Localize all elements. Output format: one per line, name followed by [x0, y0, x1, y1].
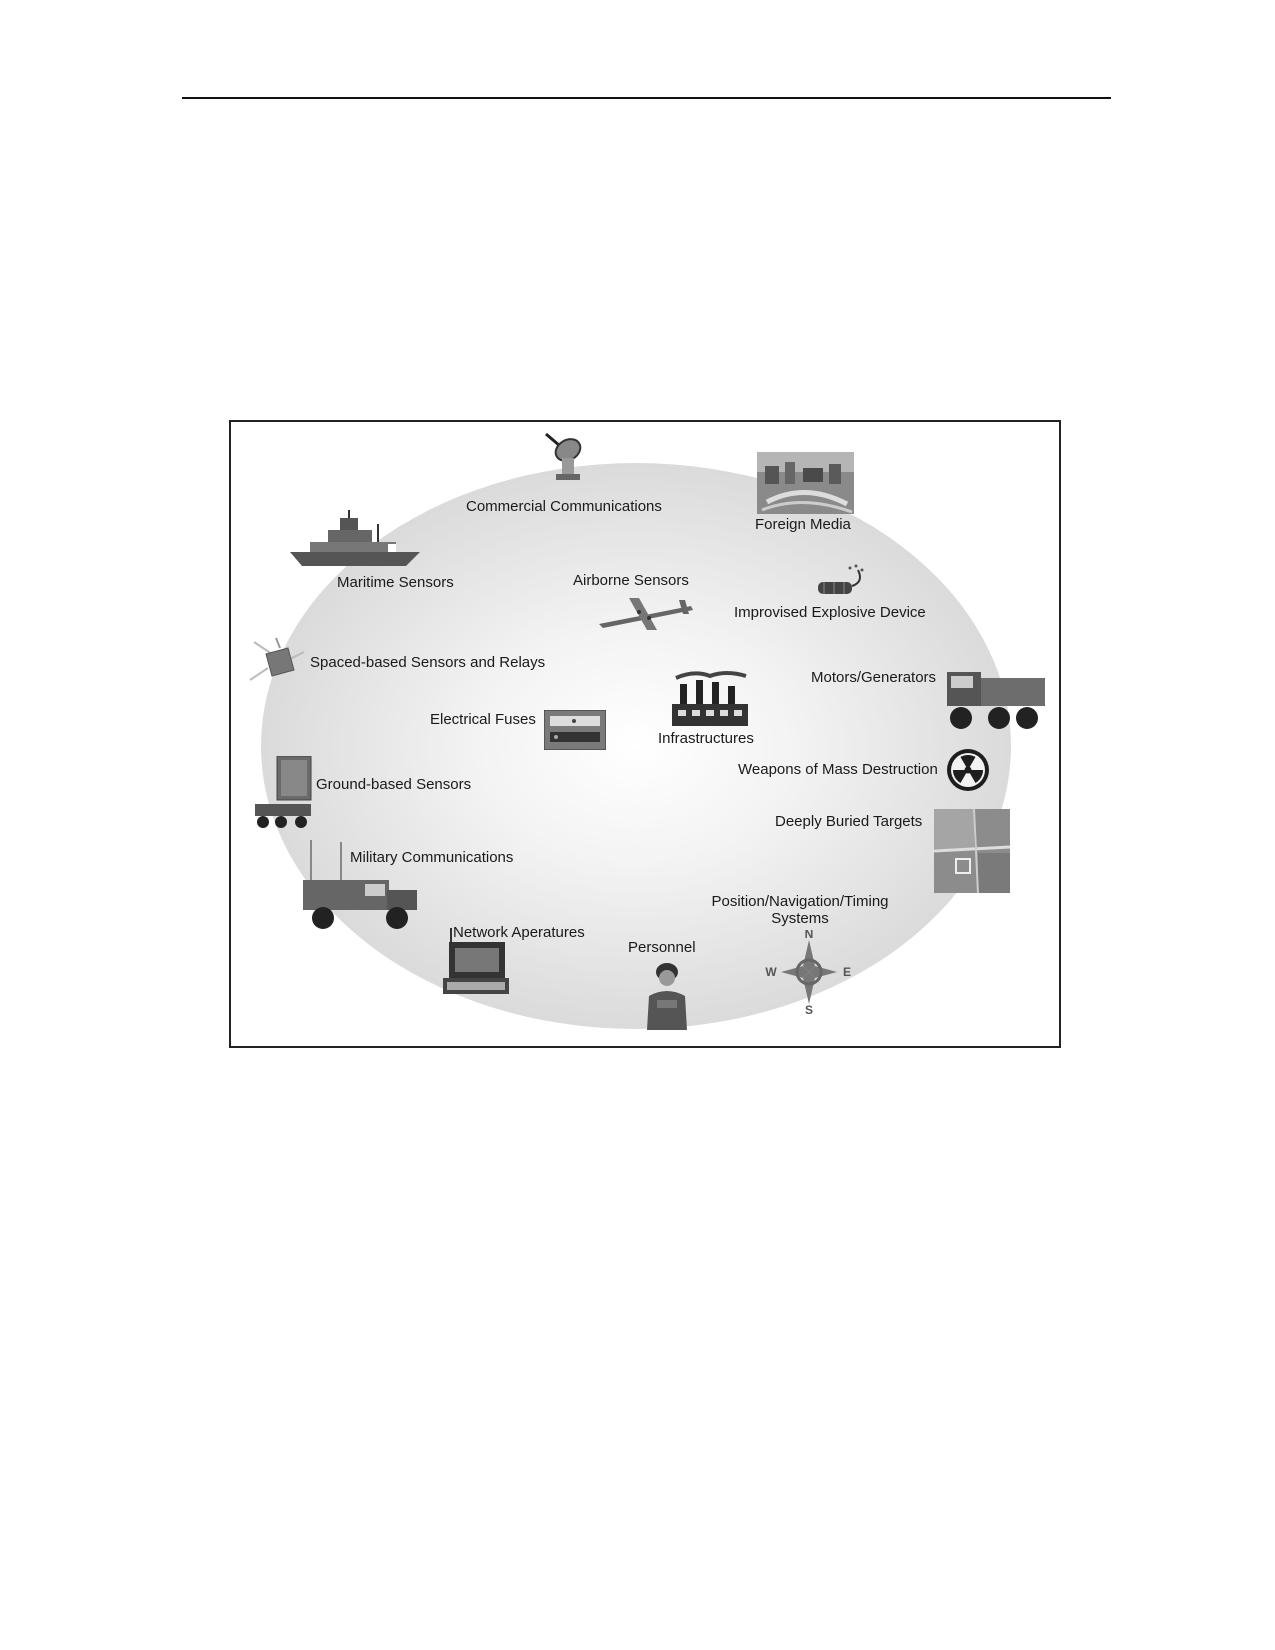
header-rule: [182, 97, 1111, 99]
factory-icon: [670, 670, 750, 726]
compass-north: N: [805, 930, 814, 941]
warship-icon: [288, 510, 422, 568]
compass-south: S: [805, 1003, 813, 1014]
ground-based-sensors-label: Ground-based Sensors: [316, 776, 472, 793]
radiation-icon: [946, 748, 990, 792]
improvised-explosive-device-label: Improvised Explosive Device: [734, 604, 926, 621]
radar-trailer-icon: [251, 756, 315, 830]
spaced-based-sensors-label: Spaced-based Sensors and Relays: [310, 654, 546, 671]
weapons-of-mass-destruction-label: Weapons of Mass Destruction: [738, 761, 938, 778]
maritime-sensors-label: Maritime Sensors: [337, 574, 454, 591]
compass-east: E: [843, 965, 851, 979]
airborne-sensors-label: Airborne Sensors: [573, 572, 689, 589]
humvee-icon: [301, 840, 421, 932]
compass-west: W: [765, 965, 777, 979]
position-navigation-timing-line2: Systems: [771, 910, 829, 927]
military-truck-icon: [943, 662, 1047, 734]
infrastructures-label: Infrastructures: [658, 730, 754, 747]
aerial-photo-icon: [934, 809, 1010, 893]
motors-generators-label: Motors/Generators: [811, 669, 937, 686]
personnel-label: Personnel: [628, 939, 696, 956]
military-communications-label: Military Communications: [350, 849, 514, 866]
foreign-media-label: Foreign Media: [755, 516, 851, 533]
explosive-device-icon: [814, 564, 866, 598]
soldier-icon: [641, 960, 693, 1030]
satellite-icon: [248, 632, 306, 690]
diagram-frame: Commercial Communications Foreign Media …: [229, 420, 1061, 1048]
compass-rose-icon: N E S W: [763, 930, 855, 1014]
aircraft-icon: [595, 594, 695, 632]
network-aperatures-label: Network Aperatures: [453, 924, 585, 941]
deeply-buried-targets-label: Deeply Buried Targets: [775, 813, 923, 830]
city-photo-icon: [757, 452, 854, 514]
fuse-box-icon: [544, 710, 606, 750]
position-navigation-timing-label: Position/Navigation/Timing Systems: [705, 893, 895, 927]
satellite-dish-icon: [544, 430, 586, 482]
commercial-communications-label: Commercial Communications: [466, 498, 662, 515]
position-navigation-timing-line1: Position/Navigation/Timing: [711, 893, 889, 910]
electrical-fuses-label: Electrical Fuses: [430, 711, 536, 728]
laptop-icon: [439, 928, 511, 998]
